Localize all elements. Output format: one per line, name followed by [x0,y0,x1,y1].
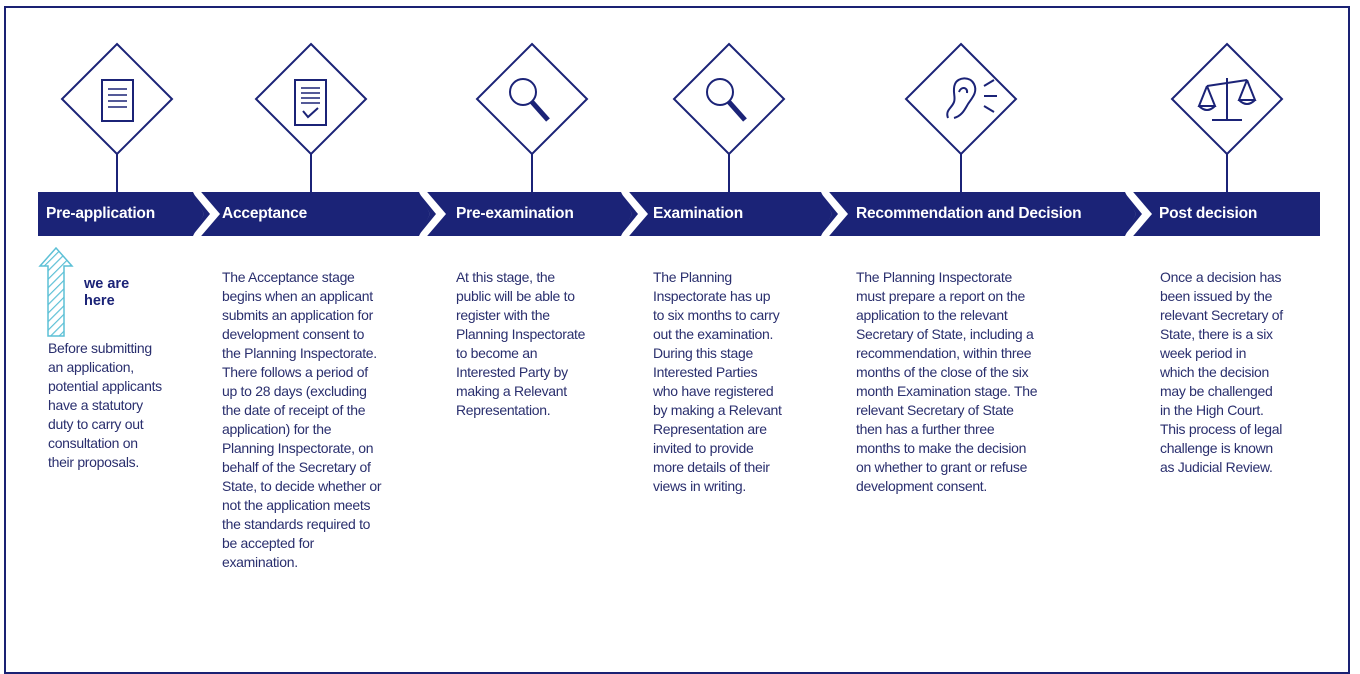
description-line: must prepare a report on the [856,288,1026,304]
description-line: The Planning [653,269,732,285]
description-line: Before submitting [48,340,152,356]
description-line: Representation are [653,421,767,437]
diagram-frame [4,6,1350,674]
description-line: At this stage, the [456,269,555,285]
chevron-separator [818,186,848,242]
description-line: week period in [1160,345,1247,361]
magnifier-icon [672,42,786,192]
description-line: to become an [456,345,538,361]
description-recommendation-decision: The Planning Inspectorate must prepare a … [856,268,1038,496]
description-line: Inspectorate has up [653,288,771,304]
we-are-here-line2: here [84,293,115,309]
we-are-here-line1: we are [84,276,130,292]
description-line: not the application meets [222,497,371,513]
description-line: month Examination stage. The [856,383,1038,399]
description-pre-examination: At this stage, the public will be able to… [456,268,585,420]
timeline-band [38,192,1320,236]
checklist-icon [254,42,368,192]
description-line: to six months to carry [653,307,780,323]
description-line: up to 28 days (excluding [222,383,367,399]
stage-label-post-decision: Post decision [1159,205,1258,222]
description-line: be accepted for [222,535,315,551]
description-line: an application, [48,359,134,375]
description-line: development consent. [856,478,987,494]
chevron-separator [190,186,220,242]
description-line: in the High Court. [1160,402,1264,418]
description-line: the date of receipt of the [222,402,366,418]
description-line: then has a further three [856,421,995,437]
description-line: may be challenged [1160,383,1273,399]
description-line: consultation on [48,435,138,451]
description-line: their proposals. [48,454,139,470]
description-line: making a Relevant [456,383,567,399]
up-arrow-icon [38,246,74,337]
description-line: more details of their [653,459,770,475]
description-acceptance: The Acceptance stage begins when an appli… [222,268,382,572]
description-line: There follows a period of [222,364,368,380]
chevron-separator [618,186,648,242]
scales-icon [1170,42,1284,192]
description-line: on whether to grant or refuse [856,459,1028,475]
description-line: application to the relevant [856,307,1008,323]
chevron-separator [1122,186,1152,242]
description-line: relevant Secretary of [1160,307,1283,323]
description-pre-application: Before submitting an application, potentia… [48,339,162,472]
description-line: the standards required to [222,516,371,532]
description-line: State, there is a six [1160,326,1273,342]
description-line: public will be able to [456,288,575,304]
description-line: begins when an applicant [222,288,373,304]
description-line: Secretary of State, including a [856,326,1034,342]
description-line: who have registered [653,383,774,399]
description-line: Representation. [456,402,551,418]
stage-label-acceptance: Acceptance [222,205,308,222]
description-line: as Judicial Review. [1160,459,1273,475]
description-line: Interested Parties [653,364,758,380]
description-line: examination. [222,554,298,570]
description-line: development consent to [222,326,365,342]
stage-label-pre-application: Pre-application [46,205,155,222]
description-line: This process of legal [1160,421,1283,437]
document-icon [60,42,174,192]
description-line: relevant Secretary of State [856,402,1014,418]
description-line: which the decision [1160,364,1269,380]
description-line: The Acceptance stage [222,269,355,285]
description-line: Once a decision has [1160,269,1282,285]
magnifier-icon [475,42,589,192]
description-line: register with the [456,307,550,323]
stage-label-examination: Examination [653,205,743,222]
description-line: views in writing. [653,478,746,494]
description-line: months to make the decision [856,440,1027,456]
description-line: invited to provide [653,440,754,456]
description-line: potential applicants [48,378,162,394]
description-line: behalf of the Secretary of [222,459,371,475]
description-post-decision: Once a decision has been issued by the rel… [1160,268,1283,477]
description-line: by making a Relevant [653,402,782,418]
description-line: been issued by the [1160,288,1273,304]
description-line: the Planning Inspectorate. [222,345,377,361]
stage-label-recommendation-decision: Recommendation and Decision [856,205,1082,222]
description-line: have a statutory [48,397,143,413]
chevron-separator [416,186,446,242]
description-line: recommendation, within three [856,345,1032,361]
description-line: challenge is known [1160,440,1273,456]
description-line: application) for the [222,421,332,437]
we-are-here-label: we are here [84,276,144,310]
description-line: out the examination. [653,326,774,342]
stage-label-pre-examination: Pre-examination [456,205,574,222]
description-line: During this stage [653,345,753,361]
description-line: duty to carry out [48,416,144,432]
description-line: Interested Party by [456,364,568,380]
description-line: submits an application for [222,307,373,323]
description-line: Planning Inspectorate [456,326,586,342]
description-line: Planning Inspectorate, on [222,440,374,456]
description-line: State, to decide whether or [222,478,382,494]
description-line: months of the close of the six [856,364,1029,380]
ear-icon [904,42,1018,192]
description-line: The Planning Inspectorate [856,269,1012,285]
